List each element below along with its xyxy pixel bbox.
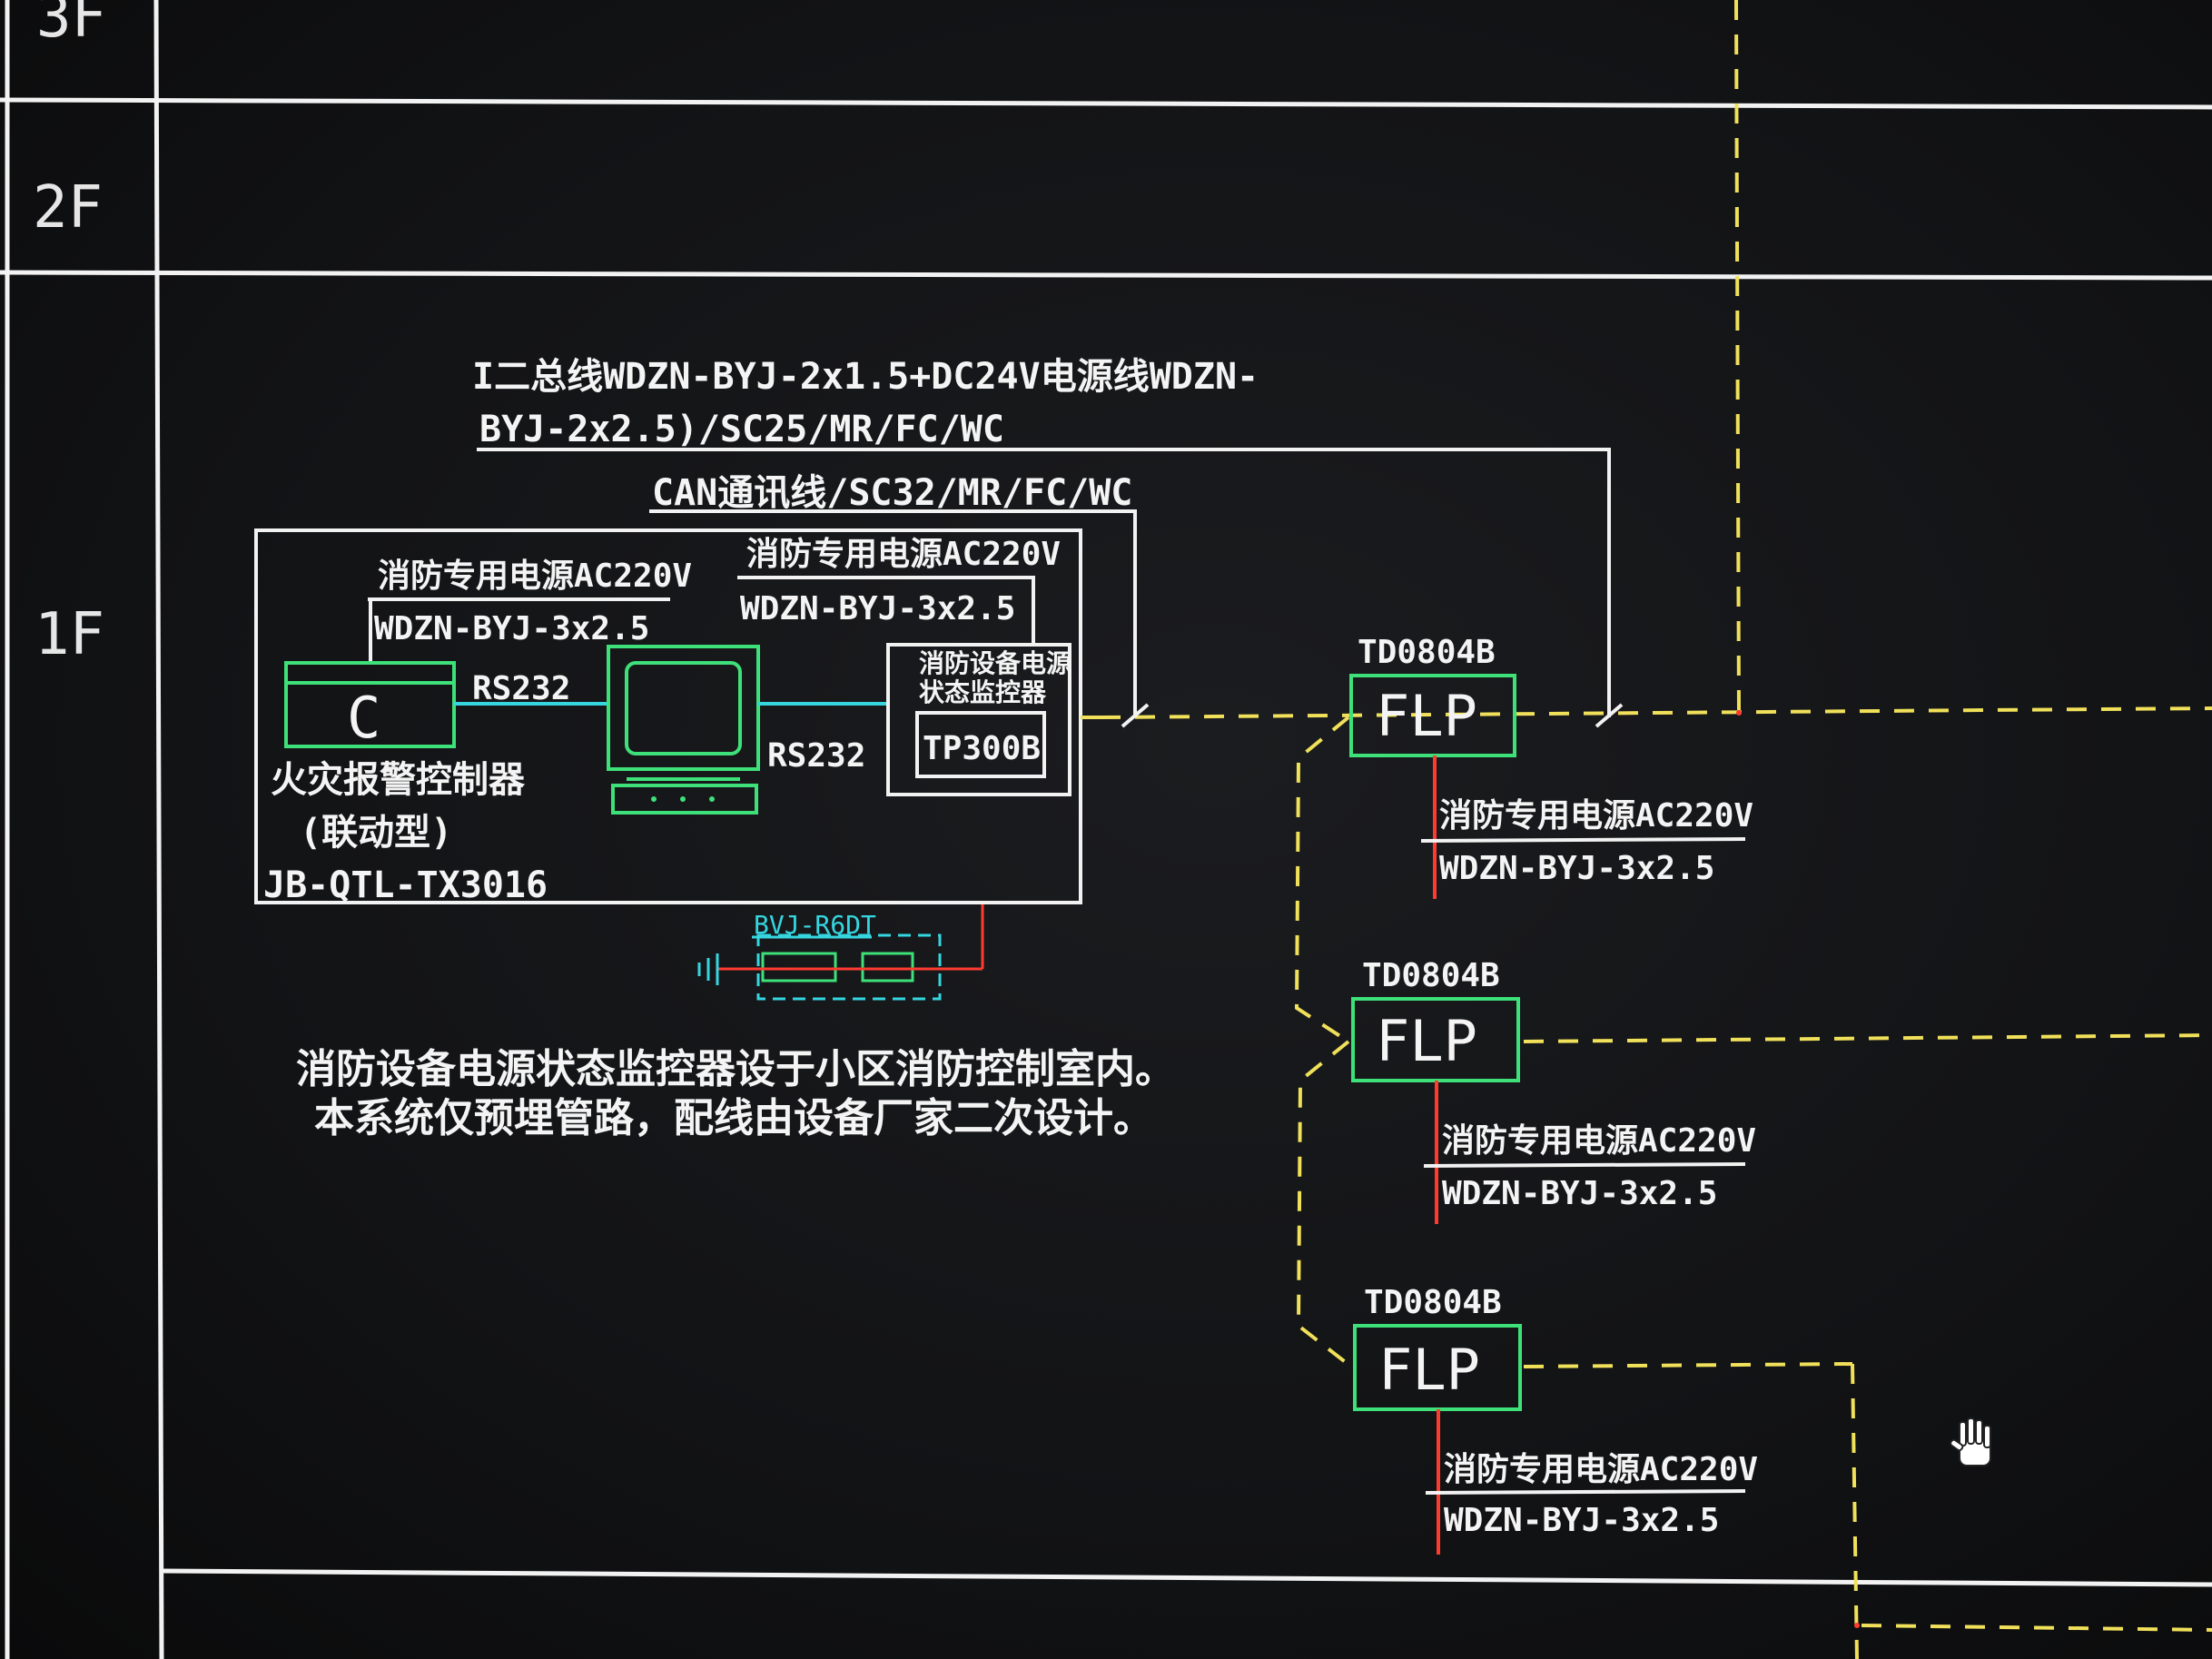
bus-cable-tick [1595,703,1624,728]
power-status-monitor-device[interactable]: 消防设备电源 状态监控器 TP300B [886,643,1071,796]
floor-divider-3f-2f [0,97,2212,110]
can-cable-label: CAN通讯线/SC32/MR/FC/WC [652,472,1132,514]
vertical-riser-upper [1734,0,1741,714]
keyboard-dot [709,796,715,802]
main-bus-line-1f [1100,706,2212,719]
monitor-device-model-box [915,711,1046,778]
keyboard-dot [651,796,657,802]
flp-unit-3[interactable]: TD0804B FLP 消防专用电源AC220V WDZN-BYJ-3x2.5 [1353,1284,1758,1555]
grounding-assembly: BVJ-R6DT [697,904,984,1001]
controller-power-cable: WDZN-BYJ-3x2.5 [374,610,649,647]
controller-name: 火灾报警控制器 [271,759,526,801]
flp1-power-label: 消防专用电源AC220V [1439,797,1753,834]
bus-cable-line1: I二总线WDZN-BYJ-2x1.5+DC24V电源线WDZN- [472,356,1259,398]
flp1-model: TD0804B [1358,634,1496,671]
flp2-model: TD0804B [1362,957,1500,994]
flp1-power-cable: WDZN-BYJ-3x2.5 [1439,850,1714,887]
controller-symbol: C [347,685,380,751]
bottom-border-line [161,1568,2212,1587]
flp3-model: TD0804B [1364,1284,1502,1321]
flp3-power-underline [1425,1489,1746,1495]
can-cable-leader [649,509,1137,717]
monitor-device-model: TP300B [923,730,1041,767]
bus-line-bottom [1861,1624,2212,1632]
branch-to-flp2 [1294,716,1350,1043]
rs232-label-a: RS232 [472,670,570,707]
monitor-device-name-1: 消防设备电源 [919,648,1071,678]
monitor-bezel [607,645,760,771]
keyboard-dot [680,796,686,802]
can-cable-tick [1121,703,1150,728]
flp1-power-underline [1420,837,1746,843]
flp3-label: FLP [1378,1337,1480,1403]
bus-cable-line2: BYJ-2x2.5)/SC25/MR/FC/WC [479,409,1004,450]
bus-line-flp2 [1523,1033,2212,1043]
bus-line-flp3 [1523,1362,1853,1368]
ground-box-outline [756,933,942,1001]
ground-element-a [761,952,837,983]
controller-name-sub: (联动型) [300,812,452,854]
riser-down-line [1851,1363,1859,1659]
monitor-device-box [886,643,1071,796]
bus-cable-leader [477,448,1611,717]
computer-monitor-icon[interactable] [607,645,760,815]
controller-power-label: 消防专用电源AC220V [378,558,692,595]
flp2-power-underline [1423,1162,1746,1168]
flp2-power-label: 消防专用电源AC220V [1442,1122,1756,1160]
note-line1: 消防设备电源状态监控器设于小区消防控制室内。 [296,1046,1175,1092]
branch-to-flp3 [1296,1040,1353,1368]
monitor-power-cable: WDZN-BYJ-3x2.5 [740,590,1015,627]
flp3-power-cable: WDZN-BYJ-3x2.5 [1444,1502,1719,1539]
ground-box-label: BVJ-R6DT [754,910,876,940]
flp3-power-label: 消防专用电源AC220V [1444,1451,1758,1488]
flp-unit-2[interactable]: TD0804B FLP 消防专用电源AC220V WDZN-BYJ-3x2.5 [1351,957,1756,1224]
note-line2: 本系统仅预埋管路，配线由设备厂家二次设计。 [314,1095,1153,1141]
flp1-label: FLP [1376,683,1477,749]
bus-junction-mark [1736,710,1742,716]
monitor-power-label: 消防专用电源AC220V [746,536,1061,573]
floor-label-2f: 2F [33,174,103,242]
bus-junction-mark [1854,1623,1860,1628]
hand-pan-icon [1950,1417,1991,1466]
floor-label-1f: 1F [35,601,104,668]
floor-label-column-divider [153,0,164,1659]
riser-dashed-lines [1100,0,2212,1659]
monitor-device-name-2: 状态监控器 [919,677,1047,707]
flp-unit-1[interactable]: TD0804B FLP 消防专用电源AC220V WDZN-BYJ-3x2.5 [1349,634,1753,899]
flp2-power-cable: WDZN-BYJ-3x2.5 [1442,1175,1717,1212]
rs232-label-b: RS232 [767,737,865,775]
monitor-keyboard [611,784,758,815]
floor-divider-2f-1f [0,270,2212,281]
controller-model: JB-QTL-TX3016 [263,864,548,906]
ground-symbol-icon [697,953,719,985]
ground-element-b [861,952,914,983]
fire-alarm-controller[interactable]: C [284,661,456,751]
monitor-screen [625,661,742,755]
floor-label-3f: 3F [36,0,106,51]
flp2-label: FLP [1376,1008,1477,1074]
